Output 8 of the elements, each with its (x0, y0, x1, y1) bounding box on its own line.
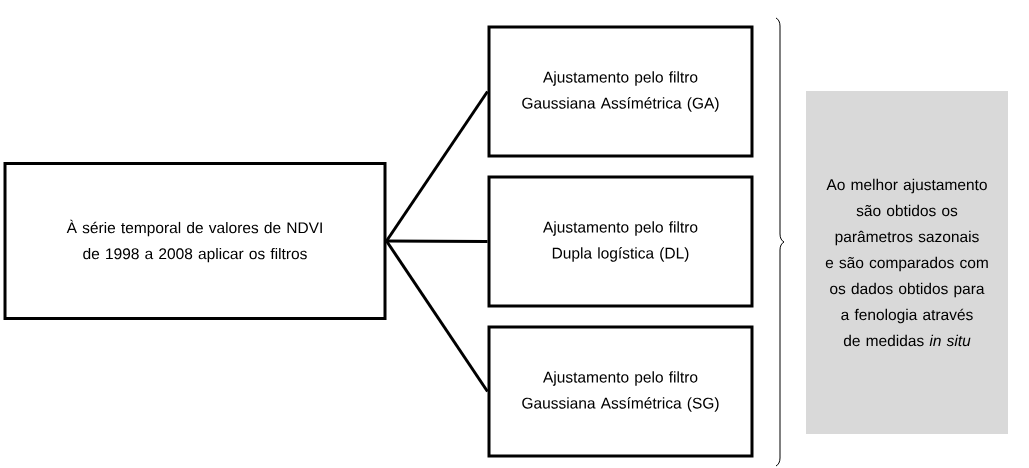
process-box: À série temporal de valores de NDVI de 1998 a 2008 aplicar os filtros (3, 162, 387, 320)
note-box: Ao melhor ajustamento são obtidos os parâmetros sazonais e são comparados com os dados obtidos para a fenologia através de medidas in situ (806, 91, 1008, 434)
connector-line (385, 90, 489, 242)
process-box: Ajustamento pelo filtro Gaussiana Assímétrica (SG) (487, 325, 754, 458)
process-box: Ajustamento pelo filtro Gaussiana Assímétrica (GA) (487, 25, 754, 158)
connector-line (385, 240, 489, 393)
connector-line (386, 239, 488, 243)
process-box: Ajustamento pelo filtro Dupla logística (DL) (487, 175, 754, 308)
